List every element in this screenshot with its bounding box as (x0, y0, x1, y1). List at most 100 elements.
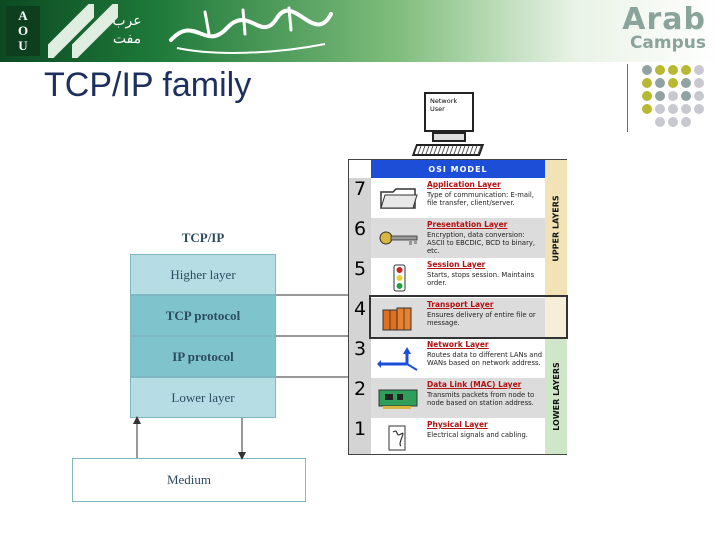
osi-layer-name: Presentation Layer (427, 220, 508, 229)
osi-layer-2: Data Link (MAC) Layer Transmits packets … (371, 378, 545, 418)
osi-number-column (349, 178, 371, 454)
osi-layer-number: 1 (353, 418, 367, 440)
tcpip-layer-tcp: TCP protocol (130, 295, 276, 336)
vertical-divider (627, 64, 628, 132)
key-icon (379, 231, 418, 245)
lower-layers-label: LOWER LAYERS (551, 361, 561, 431)
aou-logo: A O U (6, 6, 40, 56)
screen-line: User (430, 105, 445, 113)
osi-model-title: OSI MODEL (371, 160, 545, 178)
tcpip-layer-label: IP protocol (172, 348, 234, 364)
transport-layer-highlight (369, 295, 568, 339)
aou-letter-u: U (18, 38, 28, 53)
osi-layer-number: 5 (353, 258, 367, 280)
decorative-dot (694, 104, 704, 114)
osi-layer-4: Transport Layer Ensures delivery of enti… (371, 298, 545, 338)
osi-layer-desc: Encryption, data conversion: ASCII to EB… (427, 231, 536, 255)
osi-layer-desc: Ensures delivery of entire file or messa… (427, 311, 536, 327)
tcpip-layer-label: Higher layer (170, 266, 236, 282)
aou-letter-o: O (17, 23, 29, 38)
osi-layer-desc: Starts, stops session. Maintains order. (427, 271, 535, 287)
slide-title: TCP/IP family (44, 66, 252, 104)
routing-arrows-icon (377, 347, 418, 371)
screen-line: Network (430, 97, 458, 105)
osi-layer-desc: Electrical signals and cabling. (427, 431, 528, 439)
traffic-light-icon (393, 264, 406, 292)
screen-text: Network User (430, 97, 457, 113)
network-user-computer-icon: Network User (411, 92, 486, 158)
decorative-dot (655, 117, 665, 127)
decorative-dot (668, 117, 678, 127)
decorative-dot (642, 91, 652, 101)
logo-slash-decoration (72, 4, 118, 58)
cpu-icon (432, 132, 466, 142)
packages-icon (382, 307, 412, 331)
brand-line-2: Campus (629, 33, 706, 53)
brand-line-1: Arab (622, 2, 706, 37)
folder-icon (380, 188, 418, 209)
decorative-dot (681, 65, 691, 75)
osi-layer-3: Network Layer Routes data to different L… (371, 338, 545, 378)
decorative-dot (694, 65, 704, 75)
decorative-dot (668, 65, 678, 75)
tcpip-layer-lower: Lower layer (130, 377, 276, 418)
osi-layer-number: 4 (353, 298, 367, 320)
aou-arabic-line: عرب مفت (112, 13, 142, 47)
tcpip-layer-ip: IP protocol (130, 336, 276, 377)
tcpip-layer-label: Lower layer (171, 389, 235, 405)
header-banner: A O U عرب مفت Arab Campus (0, 0, 720, 62)
osi-layer-number: 7 (353, 178, 367, 200)
osi-model-diagram: OSI MODEL UPPER LAYERS LOWER LAYERS 7 Ap… (348, 159, 568, 458)
osi-layer-desc: Routes data to different LANs and WANs b… (427, 351, 543, 367)
osi-layer-name: Network Layer (427, 340, 489, 349)
transport-band (545, 297, 567, 338)
osi-layer-5: Session Layer Starts, stops session. Mai… (371, 258, 545, 298)
decorative-dot (642, 78, 652, 88)
osi-layer-number: 6 (353, 218, 367, 240)
decorative-dot (655, 104, 665, 114)
decorative-dot (681, 78, 691, 88)
aou-letter-a: A (18, 8, 28, 23)
decorative-dot (681, 117, 691, 127)
arab-campus-logo: Arab Campus (596, 2, 706, 53)
aou-arabic-text: عرب مفت (110, 12, 144, 48)
decorative-dot (655, 91, 665, 101)
decorative-dot (668, 78, 678, 88)
osi-layer-desc: Type of communication: E-mail, file tran… (427, 191, 534, 207)
decorative-dot (694, 78, 704, 88)
medium-label: Medium (166, 472, 212, 487)
osi-layer-number: 3 (353, 338, 367, 360)
osi-layer-number: 2 (353, 378, 367, 400)
cable-icon (388, 425, 406, 451)
decorative-dot (642, 104, 652, 114)
decorative-dot (681, 104, 691, 114)
keyboard-icon (411, 144, 485, 156)
calligraphy-icon (169, 6, 333, 54)
network-card-icon (378, 389, 418, 409)
osi-layer-name: Application Layer (427, 180, 501, 189)
monitor-icon: Network User (424, 92, 474, 132)
osi-layer-desc: Transmits packets from node to node base… (427, 391, 535, 407)
upper-layers-band: UPPER LAYERS (545, 160, 567, 297)
decorative-dot (642, 65, 652, 75)
decorative-dot (655, 65, 665, 75)
osi-layer-name: Session Layer (427, 260, 486, 269)
lower-layers-band: LOWER LAYERS (545, 338, 567, 454)
decorative-dot (681, 91, 691, 101)
tcpip-layer-label: TCP protocol (165, 307, 241, 323)
decorative-dot (668, 104, 678, 114)
osi-layer-1: Physical Layer Electrical signals and ca… (371, 418, 545, 458)
tcpip-stack-title: TCP/IP (181, 230, 225, 245)
upper-layers-label: UPPER LAYERS (551, 195, 561, 262)
decorative-dot (694, 91, 704, 101)
tcpip-layer-higher: Higher layer (130, 254, 276, 295)
osi-layer-6: Presentation Layer Encryption, data conv… (371, 218, 545, 258)
decorative-dot (668, 91, 678, 101)
osi-layer-name: Transport Layer (427, 300, 494, 309)
decorative-dot (655, 78, 665, 88)
osi-layer-name: Physical Layer (427, 420, 488, 429)
osi-layer-7: Application Layer Type of communication:… (371, 178, 545, 218)
osi-layer-name: Data Link (MAC) Layer (427, 380, 522, 389)
medium-box: Medium (72, 458, 306, 502)
